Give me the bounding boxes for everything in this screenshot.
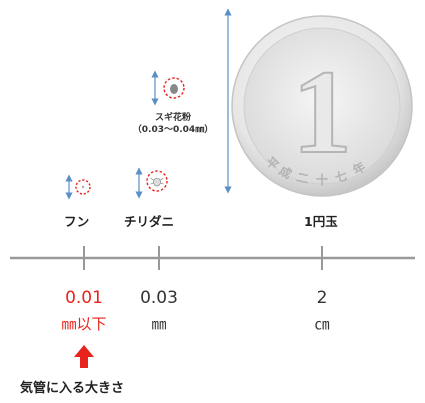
mite-dashed-circle	[146, 170, 168, 192]
pollen-dashed-circle	[163, 77, 185, 99]
scale-unit-fun: ㎜以下	[61, 315, 107, 333]
scale-value-mite: 0.03	[140, 288, 178, 308]
coin-inscription-char: 七	[334, 169, 349, 185]
mite-specimen	[135, 167, 168, 199]
fun-particle	[81, 185, 85, 189]
coin-inscription-char: 十	[316, 173, 328, 187]
label-fun: フン	[64, 214, 90, 229]
coin-numeral: 1	[292, 45, 352, 178]
red-up-arrow	[74, 345, 94, 368]
mite-icon	[150, 177, 164, 187]
scale-unit-coin: ㎝	[314, 315, 330, 333]
label-pollen-name: スギ花粉	[154, 113, 191, 123]
label-pollen-range: （0.03～0.04㎜）	[132, 125, 214, 135]
fun-specimen	[65, 174, 91, 200]
scale-value-fun: 0.01	[65, 288, 103, 308]
pollen-specimen	[151, 70, 185, 106]
scale-value-coin: 2	[316, 288, 328, 308]
one-yen-coin: 1 平 成 二 十 七 年	[231, 15, 413, 197]
coin-inscription-char: 二	[295, 170, 310, 186]
label-mite: チリダニ	[124, 214, 175, 229]
label-coin: 1円玉	[304, 214, 338, 229]
fun-dashed-circle	[75, 179, 91, 195]
pollen-grain	[170, 84, 178, 94]
airway-size-caption: 気管に入る大きさ	[20, 381, 125, 396]
scale-axis	[10, 246, 415, 270]
scale-unit-mite: ㎜	[151, 315, 167, 333]
